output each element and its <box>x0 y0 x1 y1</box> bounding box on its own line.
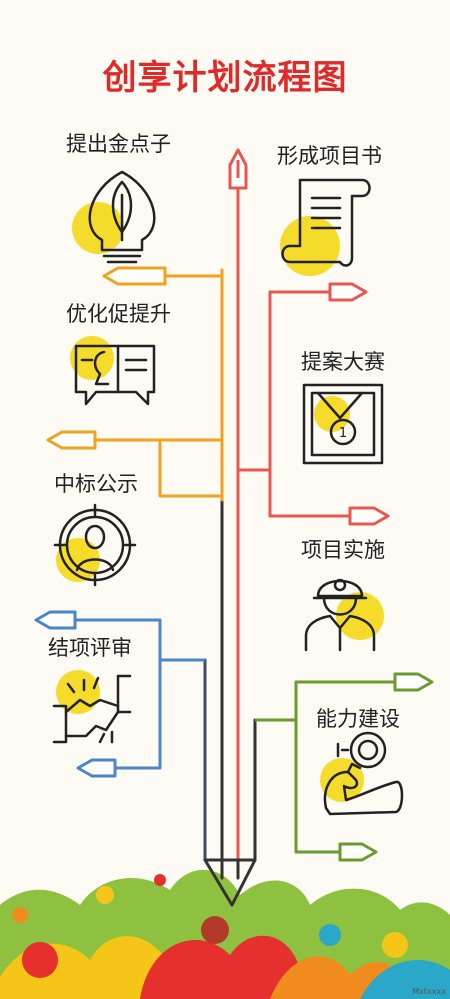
lightbulb-leaf-icon <box>72 170 156 264</box>
page-title: 创享计划流程图 <box>102 58 348 98</box>
step-label-5: 中标公示 <box>54 472 138 496</box>
document-scroll-icon <box>280 178 371 276</box>
handshake-icon <box>52 670 132 744</box>
worker-helmet-icon <box>304 578 384 652</box>
medal-icon: 1 <box>302 383 384 465</box>
step-label-8: 能力建设 <box>316 707 400 731</box>
orange-branch <box>46 266 224 500</box>
watermark: Mxtxxxx <box>412 987 446 996</box>
strength-arm-icon <box>320 731 404 816</box>
step-label-3: 优化促提升 <box>66 302 171 326</box>
central-pencil <box>203 188 257 907</box>
top-pencil-arrow <box>228 148 248 190</box>
target-person-icon <box>53 503 137 587</box>
paint-splash-decoration <box>0 869 450 999</box>
step-label-1: 提出金点子 <box>66 132 171 156</box>
step-label-2: 形成项目书 <box>277 144 382 168</box>
blue-branch <box>34 610 205 778</box>
svg-text:1: 1 <box>339 426 347 441</box>
step-label-7: 结项评审 <box>48 636 132 660</box>
discussion-heads-icon <box>70 336 156 406</box>
step-label-6: 项目实施 <box>301 538 385 562</box>
step-label-4: 提案大赛 <box>301 350 385 374</box>
red-branch <box>238 282 390 526</box>
green-branch <box>255 672 434 862</box>
